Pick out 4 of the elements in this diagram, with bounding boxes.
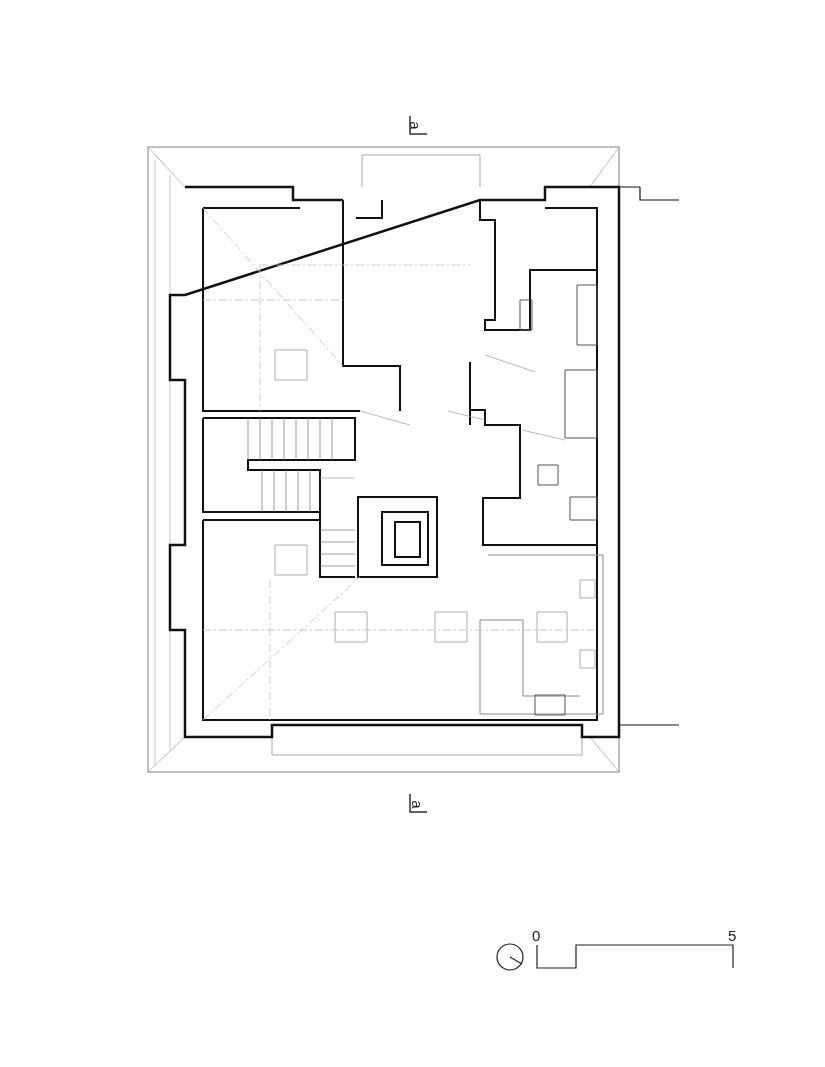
scale-label: 5 — [728, 928, 737, 943]
scale-label: 0 — [532, 928, 541, 943]
section-label: a — [409, 800, 425, 809]
section-label: a — [407, 121, 423, 130]
